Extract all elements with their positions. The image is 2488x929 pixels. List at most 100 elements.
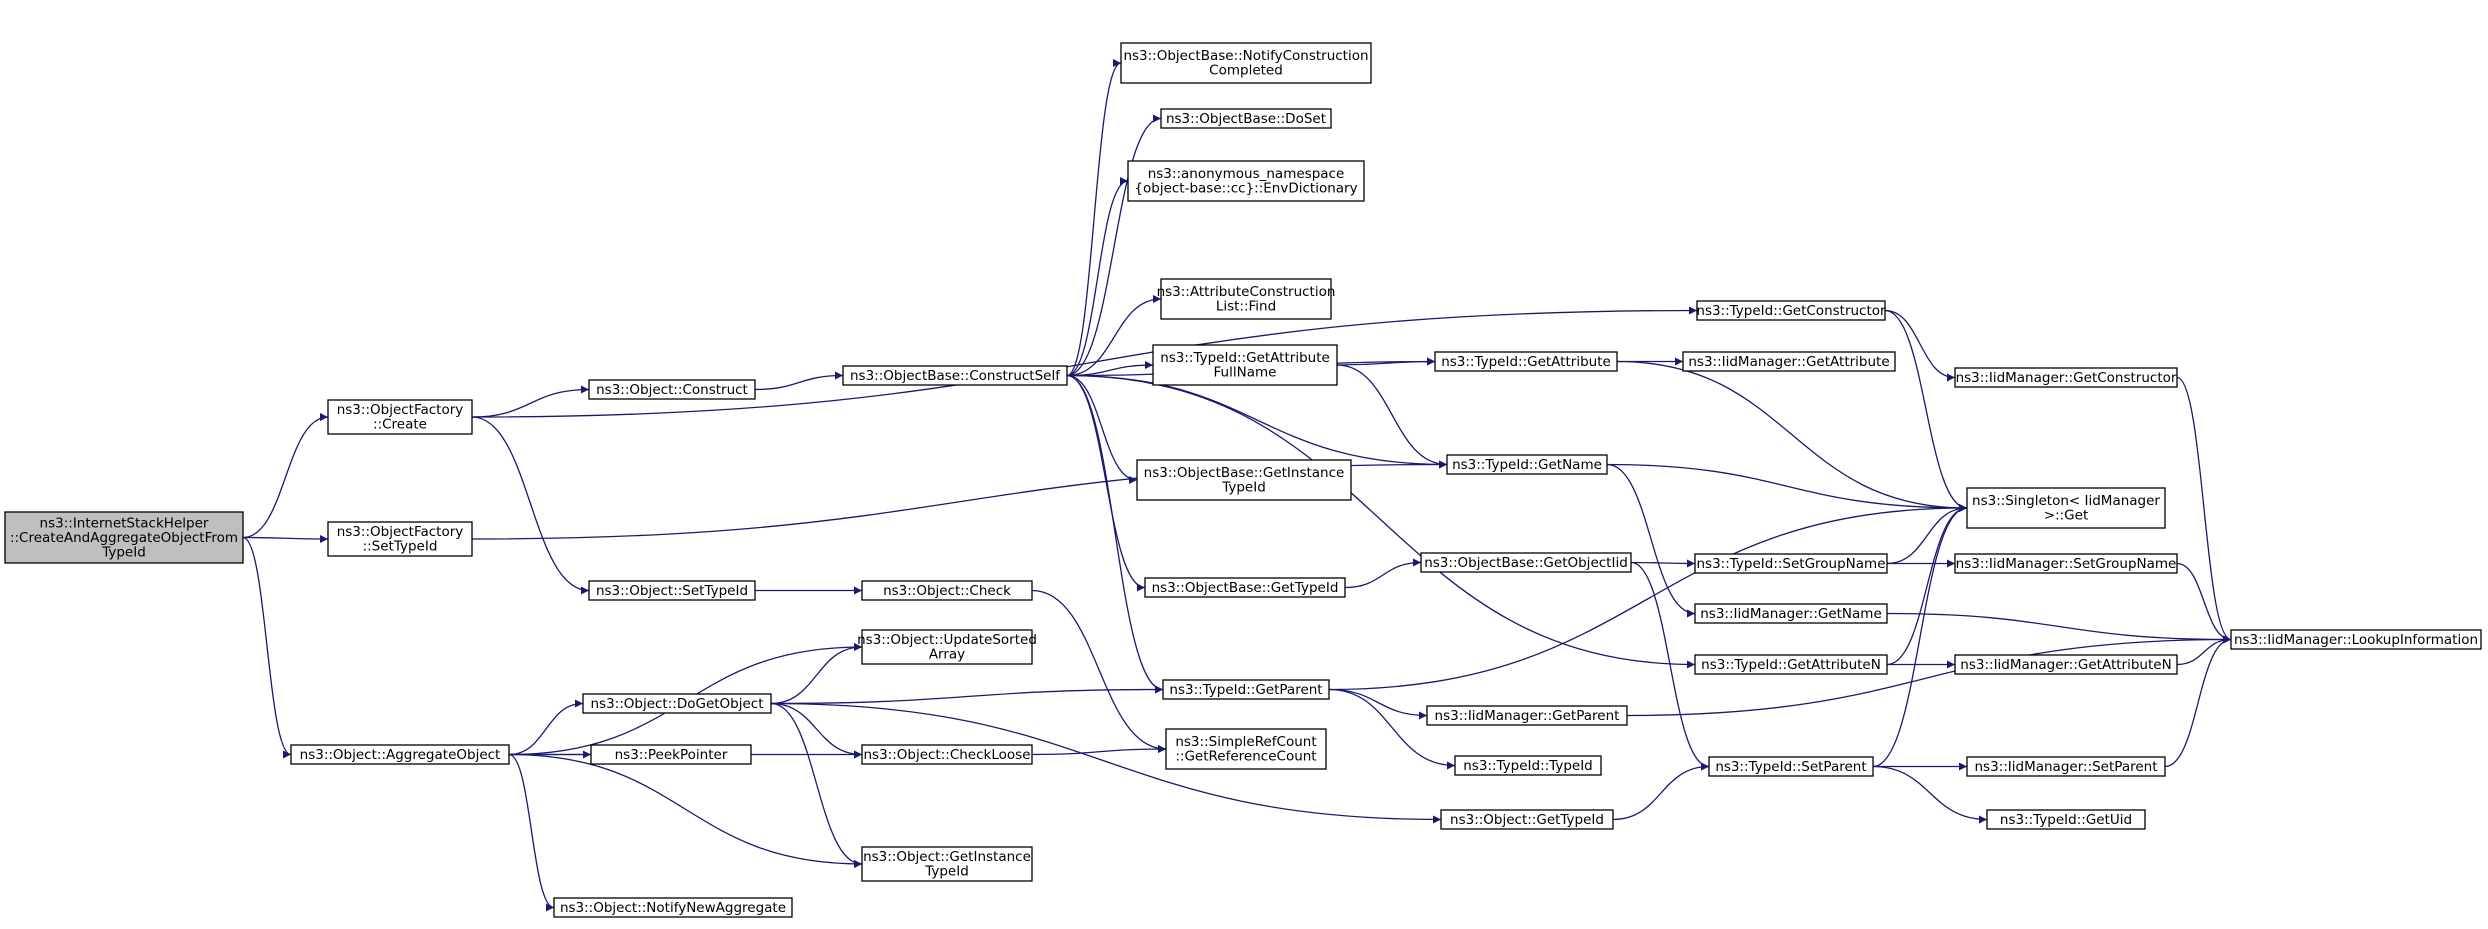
node-tid-getname[interactable]: ns3::TypeId::GetName <box>1446 454 1608 475</box>
node-ob-constructself[interactable]: ns3::ObjectBase::ConstructSelf <box>842 365 1068 386</box>
node-obj-checkloose[interactable]: ns3::Object::CheckLoose <box>861 744 1033 765</box>
node-box <box>1152 344 1338 386</box>
edge-obj-aggregate-to-notify-newagg <box>508 753 555 912</box>
edge-of-create-to-obj-construct <box>471 385 590 418</box>
edge-root-to-obj-aggregate <box>242 536 292 759</box>
node-label-line: ns3::TypeId::GetName <box>1452 457 1602 473</box>
node-tid-setparent[interactable]: ns3::TypeId::SetParent <box>1708 756 1874 777</box>
node-box <box>1162 679 1330 700</box>
node-peekpointer[interactable]: ns3::PeekPointer <box>590 744 752 765</box>
node-label-line: ns3::Object::AggregateObject <box>300 747 501 763</box>
node-box <box>588 580 756 601</box>
node-iid-setgroupname[interactable]: ns3::IidManager::SetGroupName <box>1954 553 2178 574</box>
edge-of-create-to-tid-getconstructor <box>471 306 1698 418</box>
node-obj-settypeid[interactable]: ns3::Object::SetTypeId <box>588 580 756 601</box>
edge-root-to-of-create <box>242 413 329 539</box>
node-box <box>1165 728 1327 770</box>
edge-iid-getparent-to-iid-lookupinfo <box>1626 635 2232 717</box>
node-ob-gettypeid[interactable]: ns3::ObjectBase::GetTypeId <box>1144 577 1346 598</box>
node-label-line: ns3::TypeId::SetGroupName <box>1696 556 1885 572</box>
node-tid-setgroupname[interactable]: ns3::TypeId::SetGroupName <box>1694 553 1888 574</box>
edge-iid-getname-to-iid-lookupinfo <box>1886 612 2232 644</box>
node-simplerefcount[interactable]: ns3::SimpleRefCount::GetReferenceCount <box>1165 728 1327 770</box>
node-box <box>590 744 752 765</box>
node-iid-setparent[interactable]: ns3::IidManager::SetParent <box>1966 756 2166 777</box>
node-iid-getattribute[interactable]: ns3::IidManager::GetAttribute <box>1682 351 1896 372</box>
node-obj-construct[interactable]: ns3::Object::Construct <box>588 379 756 400</box>
node-label-line: ns3::TypeId::GetConstructor <box>1696 303 1886 319</box>
node-box <box>1160 278 1332 320</box>
node-iid-lookupinfo[interactable]: ns3::IidManager::LookupInformation <box>2230 629 2482 650</box>
node-iid-getname[interactable]: ns3::IidManager::GetName <box>1694 603 1888 624</box>
node-tid-getconstructor[interactable]: ns3::TypeId::GetConstructor <box>1696 300 1886 321</box>
node-box <box>1954 654 2178 675</box>
node-tid-getattribute[interactable]: ns3::TypeId::GetAttribute <box>1434 351 1618 372</box>
edge-ob-constructself-to-attrconst-find <box>1066 295 1162 377</box>
node-label-line: >::Get <box>2044 508 2088 524</box>
node-label-line: ns3::ObjectBase::GetInstance <box>1144 465 1345 481</box>
node-label-line: ns3::anonymous_namespace <box>1148 166 1345 182</box>
node-label-line: ns3::TypeId::GetUid <box>2000 812 2132 828</box>
node-ob-getobjectiid[interactable]: ns3::ObjectBase::GetObjectIid <box>1420 552 1632 573</box>
node-label-line: ns3::Object::NotifyNewAggregate <box>560 900 786 916</box>
node-box <box>1120 42 1372 84</box>
node-anon-envdict[interactable]: ns3::anonymous_namespace{object-base::cc… <box>1127 160 1365 202</box>
edge-ob-constructself-to-tid-getname <box>1066 374 1448 469</box>
node-iid-getparent[interactable]: ns3::IidManager::GetParent <box>1426 705 1628 726</box>
node-tid-getuid[interactable]: ns3::TypeId::GetUid <box>1986 809 2146 830</box>
node-label-line: ::Create <box>373 417 427 433</box>
node-label-line: ns3::Object::Construct <box>596 382 748 398</box>
node-obj-dogetobject[interactable]: ns3::Object::DoGetObject <box>582 693 772 714</box>
edge-iid-getconstructor-to-iid-lookupinfo <box>2176 376 2232 644</box>
node-label-line: ns3::IidManager::LookupInformation <box>2234 632 2478 648</box>
node-iid-getconstructor[interactable]: ns3::IidManager::GetConstructor <box>1954 367 2178 388</box>
node-label-line: ns3::TypeId::GetAttribute <box>1160 350 1330 366</box>
node-tid-getparent[interactable]: ns3::TypeId::GetParent <box>1162 679 1330 700</box>
edge-ob-constructself-to-ob-getinstancetid <box>1066 374 1138 484</box>
node-label-line: ns3::ObjectBase::ConstructSelf <box>850 368 1061 384</box>
node-ob-doset[interactable]: ns3::ObjectBase::DoSet <box>1160 108 1332 129</box>
node-box <box>327 521 473 557</box>
node-box <box>1694 553 1888 574</box>
node-box <box>842 365 1068 386</box>
node-label-line: ns3::IidManager::GetAttribute <box>1688 354 1889 370</box>
node-obj-aggregate[interactable]: ns3::Object::AggregateObject <box>290 744 510 765</box>
node-box <box>1986 809 2146 830</box>
node-iid-getattributen[interactable]: ns3::IidManager::GetAttributeN <box>1954 654 2178 675</box>
node-label-line: ns3::IidManager::SetParent <box>1975 759 2158 775</box>
edge-obj-construct-to-ob-constructself <box>754 371 844 391</box>
edge-obj-dogetobject-to-tid-getparent <box>770 685 1164 705</box>
node-box <box>1696 300 1886 321</box>
node-tid-getattributen[interactable]: ns3::TypeId::GetAttributeN <box>1694 654 1888 675</box>
node-singleton-get[interactable]: ns3::Singleton< IidManager >::Get <box>1966 487 2166 529</box>
edge-ob-getobjectiid-to-tid-setgroupname <box>1630 559 1696 568</box>
node-tid-typeid[interactable]: ns3::TypeId::TypeId <box>1454 755 1602 776</box>
node-label-line: ns3::TypeId::GetAttribute <box>1441 354 1611 370</box>
node-of-settypeid[interactable]: ns3::ObjectFactory::SetTypeId <box>327 521 473 557</box>
edge-obj-aggregate-to-obj-getinstancetid <box>508 753 863 868</box>
node-of-create[interactable]: ns3::ObjectFactory::Create <box>327 399 473 435</box>
edge-obj-check-to-simplerefcount <box>1031 589 1167 753</box>
node-ob-notifyconstruction[interactable]: ns3::ObjectBase::NotifyConstructionCompl… <box>1120 42 1372 84</box>
node-label-line: ns3::TypeId::SetParent <box>1715 759 1866 775</box>
node-obj-gettypeid[interactable]: ns3::Object::GetTypeId <box>1440 809 1614 830</box>
node-label-line: ns3::Singleton< IidManager <box>1972 493 2160 509</box>
edge-tid-getattrfullname-to-tid-getattribute <box>1336 357 1436 366</box>
node-obj-check[interactable]: ns3::Object::Check <box>861 580 1033 601</box>
node-box <box>290 744 510 765</box>
node-label-line: ns3::ObjectBase::DoSet <box>1166 111 1326 127</box>
edge-ob-getobjectiid-to-tid-setparent <box>1630 561 1710 771</box>
edge-tid-getparent-to-singleton-get <box>1328 504 1968 691</box>
node-box <box>327 399 473 435</box>
edge-tid-getname-to-singleton-get <box>1606 463 1968 512</box>
edge-obj-dogetobject-to-obj-checkloose <box>770 702 863 759</box>
node-box <box>861 580 1033 601</box>
node-notify-newagg[interactable]: ns3::Object::NotifyNewAggregate <box>553 897 793 918</box>
edges-layer <box>242 59 2232 912</box>
node-label-line: ns3::IidManager::SetGroupName <box>1956 556 2177 572</box>
